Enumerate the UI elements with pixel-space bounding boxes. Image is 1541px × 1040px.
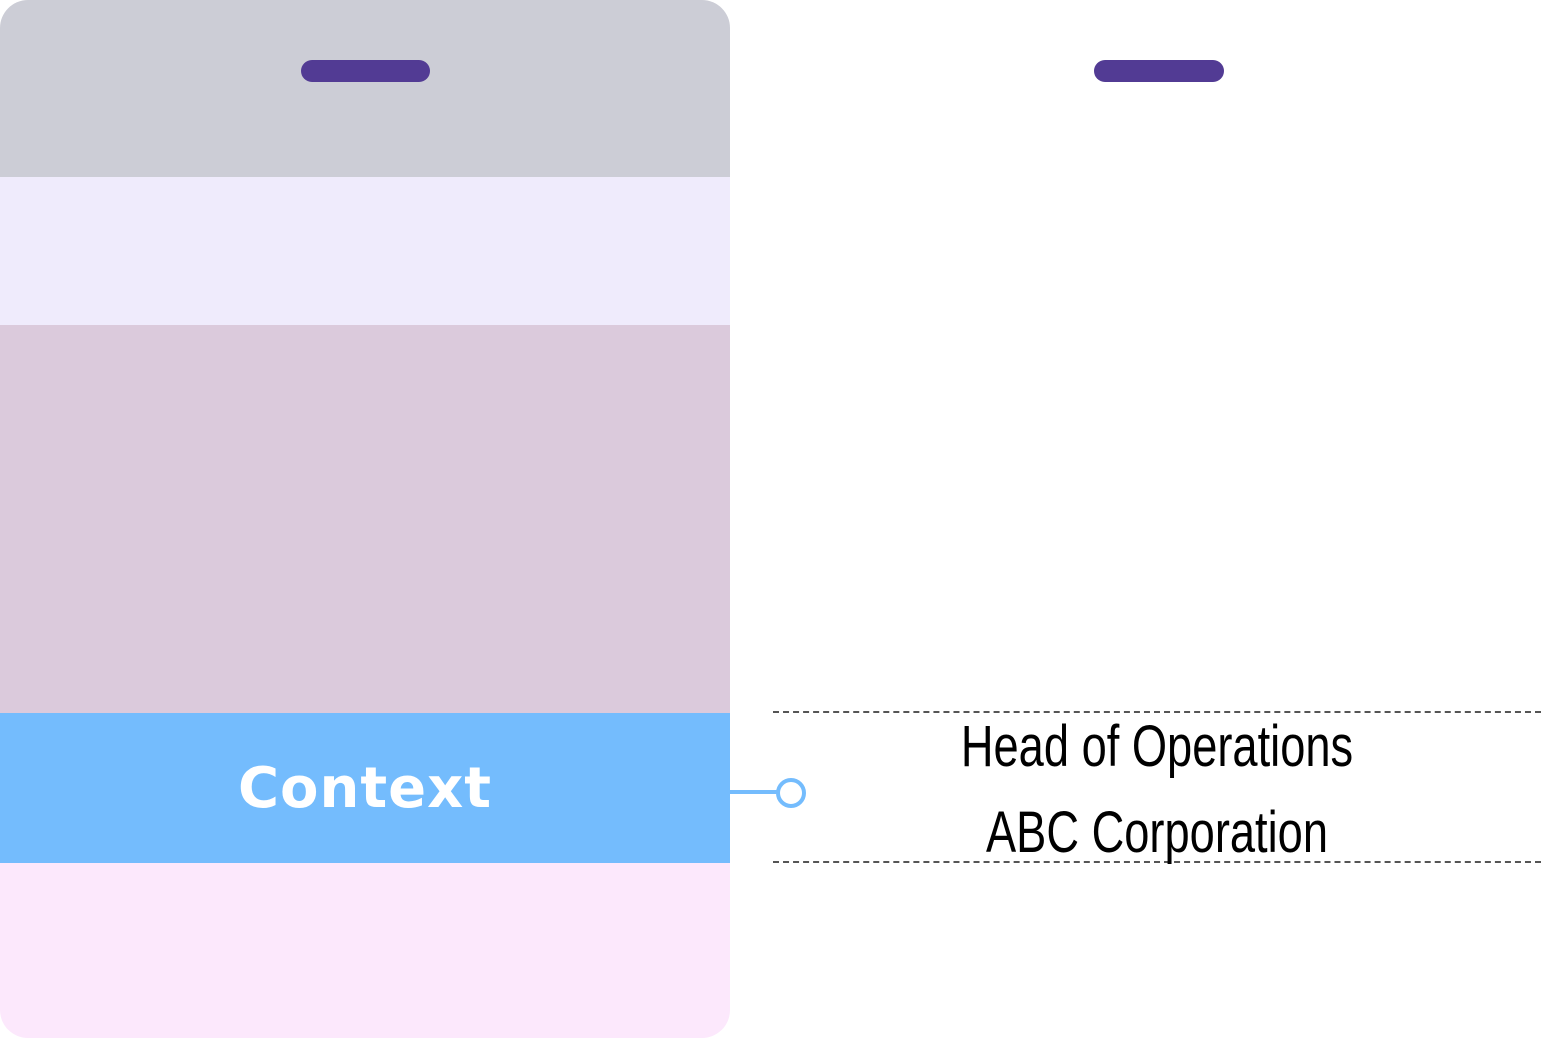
badge-bottom-band xyxy=(0,863,730,1038)
connector-line xyxy=(730,790,778,794)
guide-line-bottom xyxy=(773,861,1541,863)
company-name-text: ABC Corporation xyxy=(986,800,1328,865)
job-title-text: Head of Operations xyxy=(960,714,1354,779)
badge-top-band xyxy=(0,177,730,325)
lanyard-slot-left xyxy=(301,60,430,82)
context-label: Context xyxy=(237,755,493,821)
lanyard-slot-right xyxy=(1094,60,1224,82)
connector-dot xyxy=(776,778,806,808)
guide-line-top xyxy=(773,711,1541,713)
badge-schematic: Context xyxy=(0,0,730,1038)
badge-context-band: Context xyxy=(0,713,730,863)
badge-main-band xyxy=(0,325,730,713)
badge-header-band xyxy=(0,0,730,177)
